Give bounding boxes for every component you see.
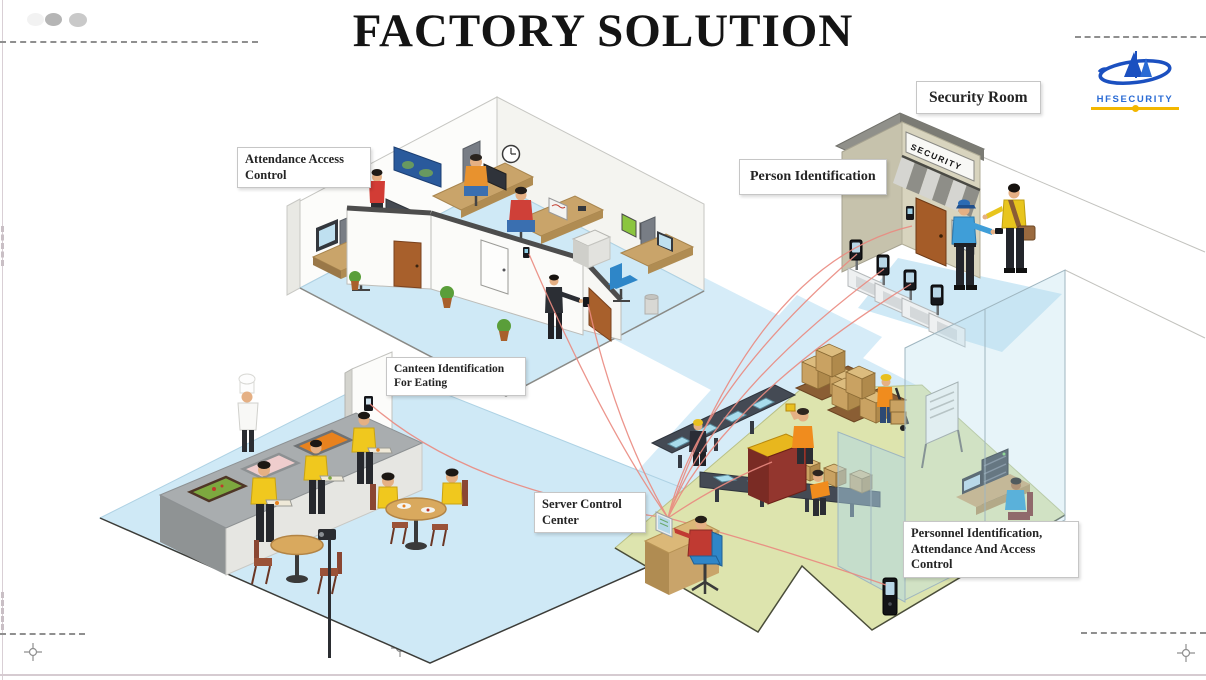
left-edge-line bbox=[2, 0, 3, 680]
logo-yellow-dot bbox=[1131, 105, 1139, 112]
callout-security-room: Security Room bbox=[916, 81, 1041, 115]
security-guard bbox=[951, 199, 1003, 290]
callout-server-control-center: Server Control Center bbox=[534, 492, 646, 534]
food-tray-rice bbox=[292, 429, 355, 457]
factory-machine bbox=[746, 433, 808, 505]
world-map-picture bbox=[393, 146, 442, 188]
dashed-guide-top-right bbox=[1075, 36, 1206, 38]
chef-figure bbox=[237, 373, 259, 452]
hfsecurity-logo-icon bbox=[1097, 51, 1172, 86]
hfsecurity-logo: HFSECURITY bbox=[1091, 50, 1179, 112]
man-in-suit bbox=[545, 274, 583, 339]
server-control-desk bbox=[643, 511, 723, 595]
connection-lines bbox=[369, 225, 913, 586]
office-partition-wall bbox=[430, 210, 584, 336]
food-tray-meat bbox=[239, 452, 302, 480]
left-edge-dash-mark bbox=[1, 592, 7, 630]
canteen-table bbox=[251, 534, 342, 595]
factory-worker bbox=[810, 469, 830, 516]
slide-dot bbox=[27, 13, 44, 26]
office-worker bbox=[464, 154, 488, 206]
canteen-worker bbox=[250, 461, 293, 542]
dashed-guide-bottom-left bbox=[0, 633, 85, 635]
office-copier bbox=[571, 229, 612, 269]
office-desk bbox=[511, 195, 605, 244]
crop-mark-icon bbox=[24, 643, 42, 661]
trash-bin bbox=[644, 294, 659, 315]
office-plants bbox=[349, 271, 511, 341]
security-area: SECURITY bbox=[834, 112, 1036, 348]
slide-dot bbox=[45, 13, 62, 26]
background-structure-lines bbox=[977, 154, 1206, 339]
slide-dot bbox=[69, 13, 87, 27]
visitor-figure bbox=[982, 183, 1036, 273]
office-partition-wall bbox=[346, 205, 432, 290]
dashed-guide-top-left bbox=[0, 41, 258, 43]
factory-worker bbox=[785, 403, 814, 464]
access-control-tablet bbox=[882, 577, 898, 616]
canteen-area bbox=[98, 351, 760, 664]
cctv-camera-pole bbox=[318, 529, 336, 658]
security-door bbox=[915, 197, 947, 267]
callout-personnel-identification: Personnel Identification, Attendance And… bbox=[903, 521, 1079, 578]
office-chair bbox=[689, 531, 723, 594]
food-tray-salad bbox=[186, 475, 249, 503]
flipchart-board bbox=[921, 381, 963, 469]
office-partition-wall bbox=[581, 257, 623, 342]
logo-yellow-bar bbox=[1091, 105, 1179, 112]
office-door bbox=[480, 239, 509, 295]
dashed-guide-bottom-right bbox=[1081, 632, 1206, 634]
office-door bbox=[393, 240, 422, 289]
warehouse-worker-handtruck bbox=[877, 374, 910, 431]
office-worker bbox=[507, 186, 535, 241]
turnstile bbox=[928, 284, 966, 348]
canteen-worker bbox=[351, 411, 393, 484]
glass-partitions bbox=[837, 269, 1066, 616]
office-door bbox=[588, 286, 612, 342]
left-edge-dash-mark bbox=[1, 226, 7, 266]
wall-clock bbox=[501, 144, 521, 164]
bottom-edge-line bbox=[0, 674, 1206, 676]
office-desk bbox=[619, 216, 695, 274]
turnstile-gates bbox=[847, 239, 966, 348]
security-sign-board bbox=[905, 131, 975, 182]
callout-canteen-identification: Canteen Identification For Eating bbox=[386, 357, 526, 396]
office-chair bbox=[608, 263, 638, 302]
office-area bbox=[286, 96, 706, 397]
control-room-desk bbox=[956, 448, 1033, 520]
logo-brand-text: HFSECURITY bbox=[1096, 94, 1174, 105]
crop-mark-icon bbox=[1177, 644, 1195, 662]
callout-attendance-access-control: Attendance Access Control bbox=[237, 147, 371, 189]
canteen-table-diners bbox=[370, 468, 468, 550]
callout-person-identification: Person Identification bbox=[739, 159, 887, 195]
canteen-worker bbox=[303, 439, 345, 514]
page-title: FACTORY SOLUTION bbox=[352, 5, 854, 57]
